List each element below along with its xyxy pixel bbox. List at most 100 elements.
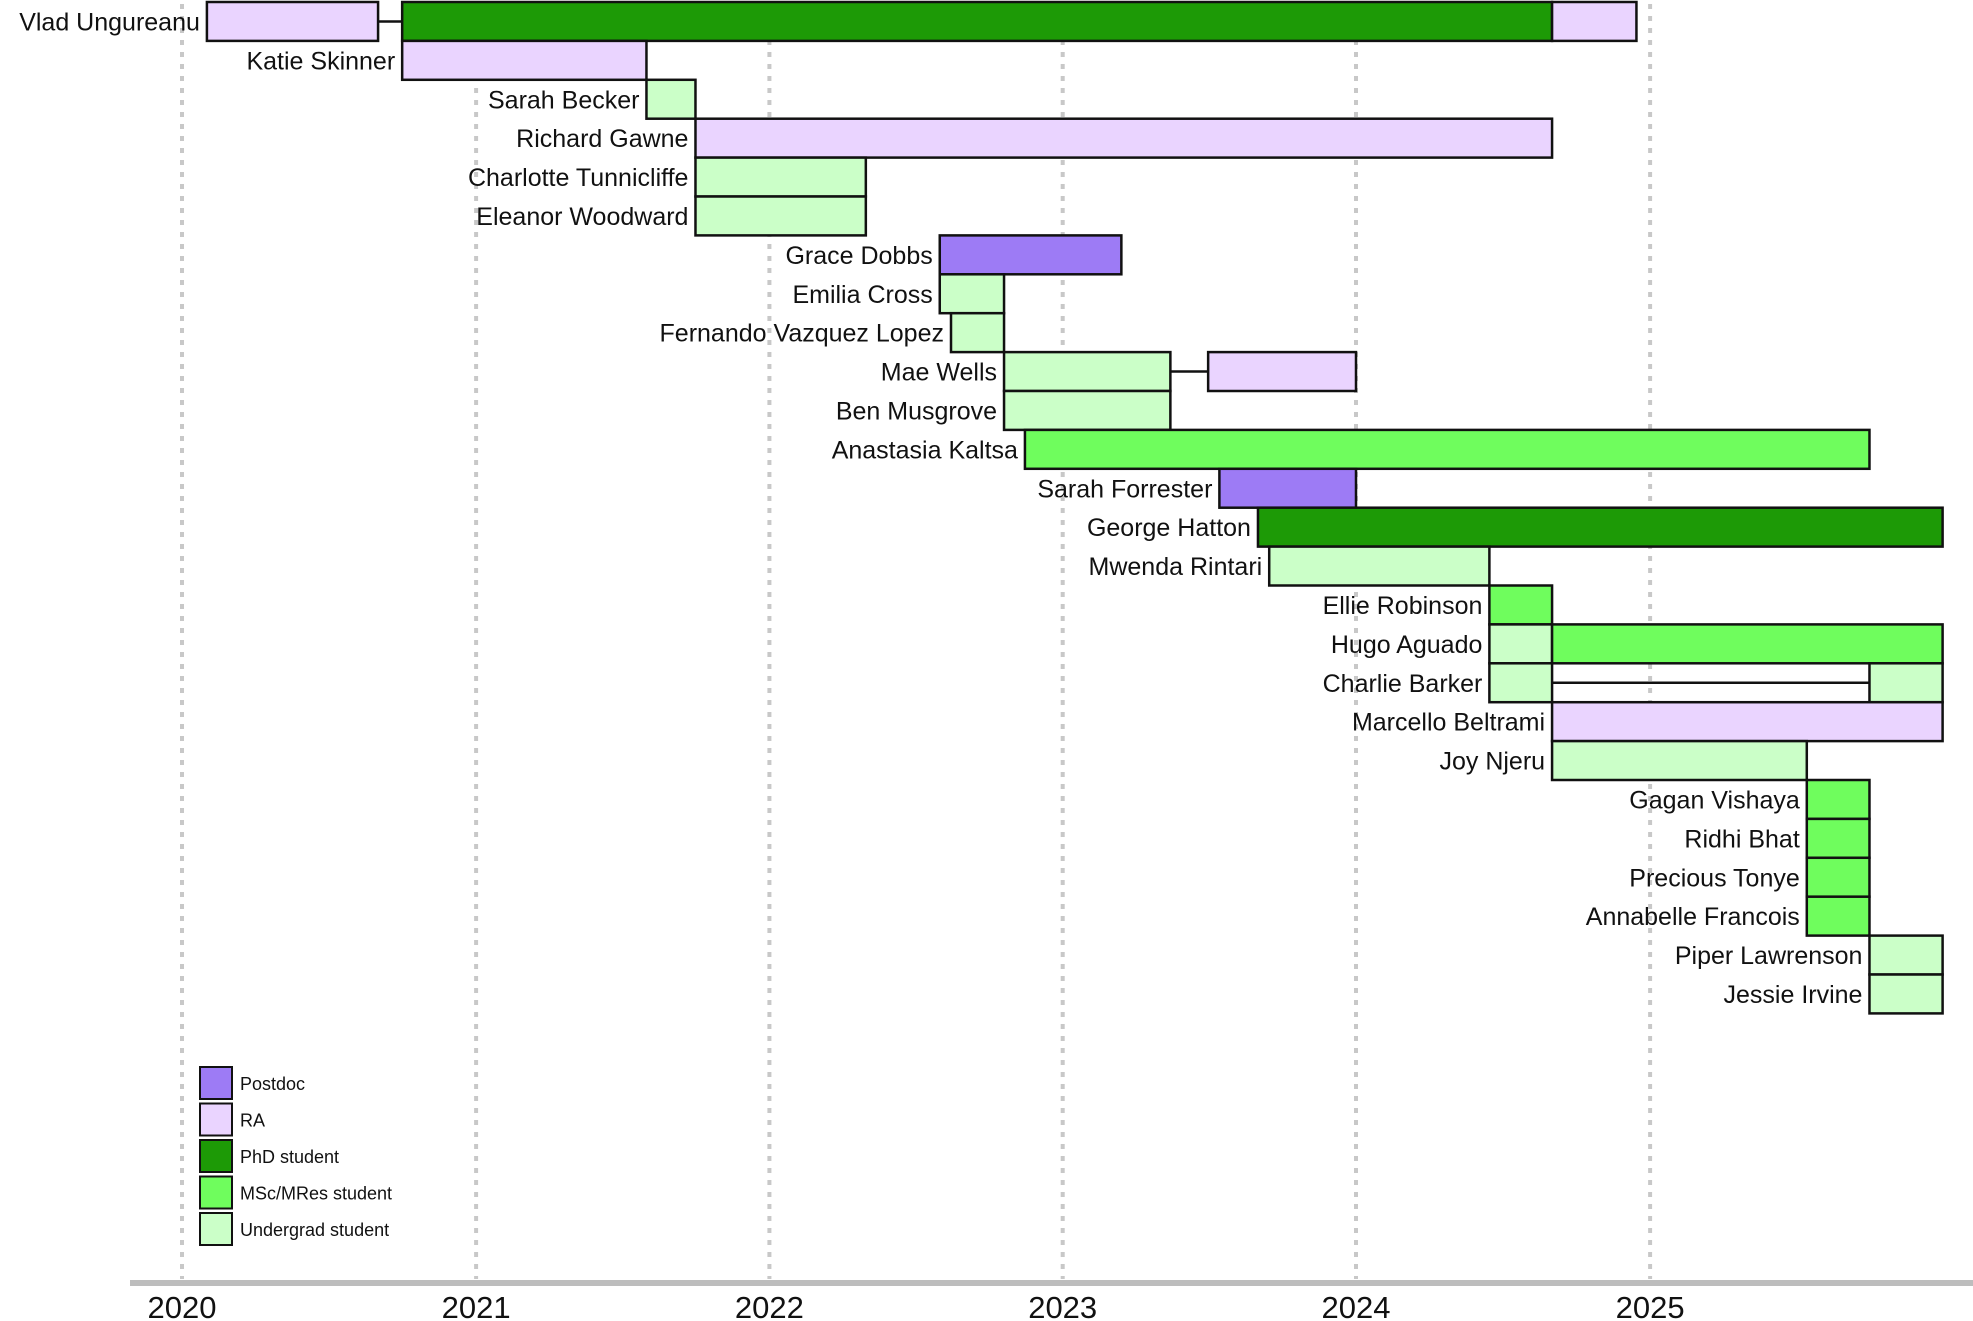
- bar-ug-mwenda-rintari: [1267, 545, 1491, 587]
- bar-msc-annabelle-francois: [1805, 895, 1871, 937]
- person-row-ellie-robinson: [1488, 584, 1554, 626]
- person-row-precious-tonye: [1805, 856, 1871, 898]
- person-row-ridhi-bhat: [1805, 817, 1871, 860]
- person-row-mae-wells: [1002, 350, 1358, 393]
- person-label-marcello-beltrami: Marcello Beltrami: [1352, 709, 1545, 737]
- person-label-ridhi-bhat: Ridhi Bhat: [1684, 825, 1799, 853]
- person-label-mae-wells: Mae Wells: [881, 359, 997, 387]
- tick-label-2024: 2024: [1322, 1290, 1391, 1321]
- bar-ra-vlad-ungureanu: [205, 0, 380, 43]
- person-row-annabelle-francois: [1805, 895, 1871, 937]
- bar-ug-mae-wells: [1002, 350, 1172, 393]
- legend-label-ug: Undergrad student: [240, 1220, 389, 1240]
- bar-ug-jessie-irvine: [1868, 973, 1944, 1015]
- person-row-jessie-irvine: [1868, 973, 1944, 1015]
- legend-label-postdoc: Postdoc: [240, 1074, 305, 1094]
- legend-swatch-msc: [199, 1175, 233, 1210]
- person-label-precious-tonye: Precious Tonye: [1629, 864, 1799, 892]
- bar-ug-joy-njeru: [1550, 739, 1809, 782]
- bar-postdoc-grace-dobbs: [938, 234, 1123, 276]
- person-label-fernando-vazquez-lopez: Fernando Vazquez Lopez: [660, 320, 944, 348]
- bar-ra-mae-wells: [1206, 350, 1358, 393]
- person-row-gagan-vishaya: [1805, 778, 1871, 821]
- person-row-joy-njeru: [1550, 739, 1809, 782]
- legend-swatch-ug: [199, 1212, 233, 1246]
- legend-swatch-ra: [199, 1102, 233, 1137]
- bar-ug-hugo-aguado: [1488, 623, 1554, 665]
- bar-ra-marcello-beltrami: [1550, 700, 1944, 743]
- tick-label-2020: 2020: [148, 1290, 217, 1321]
- x-axis: 2020 2021 2022 2023 2024 2025: [130, 1280, 1973, 1321]
- tick-label-2022: 2022: [735, 1290, 804, 1321]
- bar-postdoc-sarah-forrester: [1218, 467, 1358, 509]
- bar-ug-eleanor-woodward: [694, 195, 868, 237]
- bar-ug-ben-musgrove: [1002, 389, 1172, 432]
- bar-ug-charlie-barker: [1868, 662, 1944, 704]
- person-label-emilia-cross: Emilia Cross: [792, 281, 932, 309]
- bar-ra-katie-skinner: [400, 39, 648, 82]
- bar-ug-charlie-barker: [1488, 662, 1554, 704]
- person-row-marcello-beltrami: [1550, 700, 1944, 743]
- bar-msc-ellie-robinson: [1488, 584, 1554, 626]
- person-label-katie-skinner: Katie Skinner: [246, 47, 395, 75]
- bar-ug-sarah-becker: [645, 78, 697, 120]
- person-label-ben-musgrove: Ben Musgrove: [836, 397, 997, 425]
- bar-msc-hugo-aguado: [1550, 623, 1944, 665]
- bar-ug-charlotte-tunnicliffe: [694, 156, 868, 198]
- tick-label-2023: 2023: [1028, 1290, 1097, 1321]
- person-row-piper-lawrenson: [1868, 934, 1944, 976]
- bar-msc-ridhi-bhat: [1805, 817, 1871, 860]
- person-row-grace-dobbs: [938, 234, 1123, 276]
- person-label-mwenda-rintari: Mwenda Rintari: [1089, 553, 1263, 581]
- bar-msc-precious-tonye: [1805, 856, 1871, 898]
- bar-msc-gagan-vishaya: [1805, 778, 1871, 821]
- person-row-charlotte-tunnicliffe: [694, 156, 868, 198]
- legend-swatch-postdoc: [199, 1066, 233, 1100]
- person-row-richard-gawne: [694, 117, 1554, 159]
- person-label-sarah-becker: Sarah Becker: [488, 86, 639, 114]
- person-label-gagan-vishaya: Gagan Vishaya: [1629, 786, 1800, 814]
- person-label-hugo-aguado: Hugo Aguado: [1331, 631, 1483, 659]
- person-label-jessie-irvine: Jessie Irvine: [1724, 981, 1863, 1009]
- legend-label-ra: RA: [240, 1111, 265, 1131]
- person-label-ellie-robinson: Ellie Robinson: [1323, 592, 1483, 620]
- tick-label-2025: 2025: [1616, 1290, 1685, 1321]
- bar-ra-vlad-ungureanu: [1550, 0, 1638, 43]
- person-label-annabelle-francois: Annabelle Francois: [1586, 903, 1800, 931]
- person-label-anastasia-kaltsa: Anastasia Kaltsa: [832, 436, 1018, 464]
- legend-label-phd: PhD student: [240, 1147, 339, 1167]
- person-row-mwenda-rintari: [1267, 545, 1491, 587]
- person-row-charlie-barker: [1488, 662, 1944, 704]
- person-row-sarah-forrester: [1218, 467, 1358, 509]
- person-row-emilia-cross: [938, 273, 1006, 315]
- tick-label-2021: 2021: [442, 1290, 511, 1321]
- person-row-ben-musgrove: [1002, 389, 1172, 432]
- person-row-vlad-ungureanu: [205, 0, 1638, 43]
- timeline-bars: [205, 0, 1944, 1015]
- person-label-george-hatton: George Hatton: [1087, 514, 1251, 542]
- person-label-sarah-forrester: Sarah Forrester: [1037, 475, 1212, 503]
- person-row-hugo-aguado: [1488, 623, 1944, 665]
- bar-phd-vlad-ungureanu: [400, 0, 1554, 43]
- bar-ug-piper-lawrenson: [1868, 934, 1944, 976]
- person-row-katie-skinner: [400, 39, 648, 82]
- person-label-charlotte-tunnicliffe: Charlotte Tunnicliffe: [468, 164, 689, 192]
- person-label-grace-dobbs: Grace Dobbs: [785, 242, 932, 270]
- legend-swatch-phd: [199, 1139, 233, 1173]
- person-row-sarah-becker: [645, 78, 697, 120]
- person-row-anastasia-kaltsa: [1023, 428, 1871, 471]
- person-label-charlie-barker: Charlie Barker: [1323, 670, 1483, 698]
- person-label-eleanor-woodward: Eleanor Woodward: [476, 203, 688, 231]
- bar-ra-richard-gawne: [694, 117, 1554, 159]
- person-label-richard-gawne: Richard Gawne: [516, 125, 688, 153]
- person-row-george-hatton: [1256, 506, 1944, 548]
- person-row-fernando-vazquez-lopez: [949, 311, 1006, 354]
- bar-ug-emilia-cross: [938, 273, 1006, 315]
- bar-ug-fernando-vazquez-lopez: [949, 311, 1006, 354]
- person-row-eleanor-woodward: [694, 195, 868, 237]
- bar-msc-anastasia-kaltsa: [1023, 428, 1871, 471]
- bar-phd-george-hatton: [1256, 506, 1944, 548]
